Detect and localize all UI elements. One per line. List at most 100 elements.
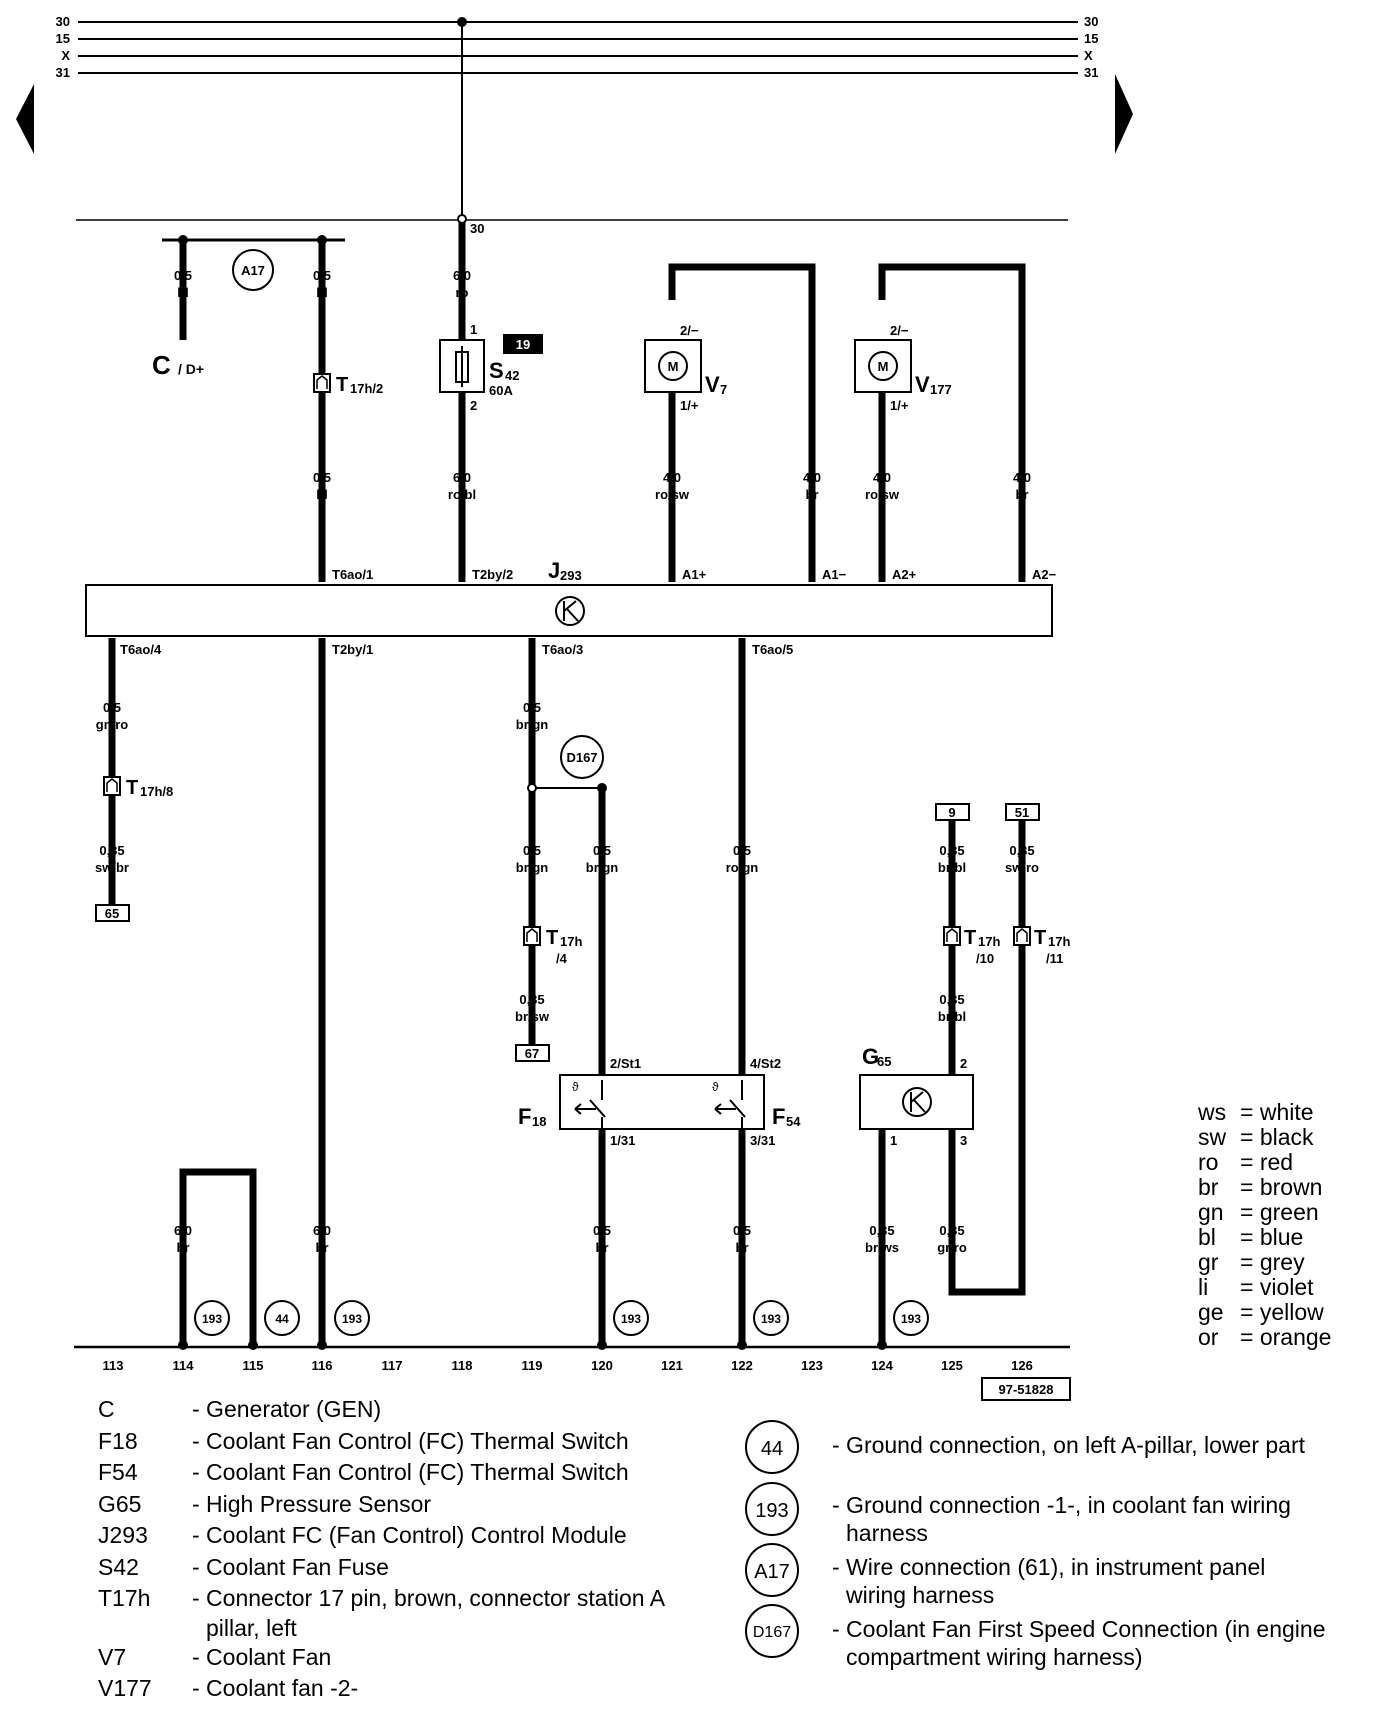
legend-desc: - Coolant Fan Control (FC) Thermal Switc… <box>192 1459 629 1485</box>
t17h4-letter: T <box>546 927 558 949</box>
fuse-s42: 19 S 42 60A 1 2 <box>439 322 543 413</box>
ground-legend-desc: compartment wiring harness) <box>846 1644 1143 1670</box>
f54-letter: F <box>772 1104 785 1129</box>
legend-code: V7 <box>98 1643 127 1670</box>
v7-letter: V <box>705 372 720 397</box>
f18-letter: F <box>518 1104 531 1129</box>
ref-51: 51 <box>1015 805 1029 820</box>
wire-gauge: 0,5 <box>174 268 192 283</box>
v7-sub: 7 <box>720 382 727 397</box>
track-number: 126 <box>1011 1358 1033 1373</box>
ground-legend-desc: harness <box>846 1520 928 1546</box>
d167-label: D167 <box>566 750 597 765</box>
color-name: grey <box>1259 1249 1305 1275</box>
pin-30: 30 <box>470 221 484 236</box>
f18-sub: 18 <box>532 1114 546 1129</box>
color-code: li <box>1198 1274 1209 1300</box>
wire-gauge: 0,35 <box>869 1223 894 1238</box>
ground-44-label: 44 <box>275 1312 289 1326</box>
color-row: ge= yellow <box>1198 1299 1324 1325</box>
ground-legend-row: - Ground connection -1-, in coolant fan … <box>832 1491 1372 1547</box>
ground-193-label: 193 <box>761 1312 781 1326</box>
ground-legend-desc: - Wire connection (61), in instrument pa… <box>832 1554 1266 1580</box>
color-row: ro= red <box>1198 1149 1294 1175</box>
ref-67: 67 <box>525 1046 539 1061</box>
wire-gauge: 0,5 <box>313 268 331 283</box>
t17h11-sub: 17h <box>1048 934 1070 949</box>
legend-row-cont: pillar, left <box>98 1615 718 1642</box>
color-row: sw= black <box>1198 1124 1314 1150</box>
wire-color: br <box>736 1240 749 1255</box>
legend-row: V177- Coolant fan -2- <box>98 1673 718 1705</box>
wire-gauge: 0,5 <box>593 1223 611 1238</box>
bus-label-30-right: 30 <box>1084 14 1098 29</box>
wire-color: br/sw <box>515 1009 550 1024</box>
wire-color: ro/bl <box>448 487 476 502</box>
wire-color: br <box>596 1240 609 1255</box>
wire-gauge: 6,0 <box>453 268 471 283</box>
wire-gauge: 0,35 <box>939 992 964 1007</box>
pin-t6ao3: T6ao/3 <box>542 642 583 657</box>
legend-code: S42 <box>98 1553 139 1580</box>
upper-wires <box>162 222 1026 582</box>
t17h4-pin: /4 <box>556 951 568 966</box>
wire-color: br/bl <box>938 1009 966 1024</box>
page-prev-arrow[interactable] <box>16 84 34 154</box>
color-row: bl= blue <box>1198 1224 1304 1250</box>
bus-label-x: X <box>61 48 70 63</box>
wire-gauge: 0,35 <box>939 1223 964 1238</box>
doc-number: 97-51828 <box>999 1382 1054 1397</box>
wire-gauge: 6,0 <box>453 470 471 485</box>
fuse-position-tag <box>503 334 543 354</box>
wire-color: ro <box>456 285 469 300</box>
g65-letter: G <box>862 1044 879 1069</box>
legend-code: G65 <box>98 1490 142 1517</box>
legend-row: T17h- Connector 17 pin, brown, connector… <box>98 1583 718 1615</box>
track-number: 118 <box>452 1358 473 1373</box>
legend-code: F54 <box>98 1459 138 1485</box>
pin-a2p: A2+ <box>892 567 917 582</box>
bus-label-15-right: 15 <box>1084 31 1098 46</box>
j293-pins-bottom: T6ao/4 T2by/1 T6ao/3 T6ao/5 <box>120 642 793 657</box>
color-code: ge <box>1198 1299 1224 1325</box>
legend-code: T17h <box>98 1585 151 1611</box>
legend-sym-44: 44 <box>761 1438 783 1460</box>
t17h8-sub: 17h/8 <box>140 784 173 799</box>
a17-label: A17 <box>241 263 265 278</box>
wire-color: sw/br <box>95 860 129 875</box>
wire-color: bl <box>177 285 189 300</box>
connector-t17h-2: T 17h/2 <box>313 373 383 396</box>
track-number: 125 <box>941 1358 963 1373</box>
g65-pin-3: 3 <box>960 1133 967 1148</box>
motor-symbol: M <box>668 359 679 374</box>
v177-sub: 177 <box>930 382 952 397</box>
legend-code: C <box>98 1396 115 1422</box>
t17h4-sub: 17h <box>560 934 582 949</box>
bus-lines <box>78 21 1078 74</box>
a17-wire-connection: A17 <box>232 249 274 291</box>
ground-legend-desc: - Ground connection -1-, in coolant fan … <box>832 1492 1291 1518</box>
f54-sub: 54 <box>786 1114 801 1129</box>
wire-color: bl <box>316 285 328 300</box>
v177-letter: V <box>915 372 930 397</box>
wire-color: ro/sw <box>865 487 900 502</box>
color-name: violet <box>1259 1274 1314 1300</box>
ground-193-label: 193 <box>621 1312 641 1326</box>
wire-gauge: 4,0 <box>873 470 891 485</box>
wire-gauge: 0,35 <box>939 843 964 858</box>
color-row: gr= grey <box>1198 1249 1305 1275</box>
color-name: white <box>1259 1099 1314 1125</box>
legend-row: S42- Coolant Fan Fuse <box>98 1552 718 1584</box>
pin-st1: 2/St1 <box>610 1056 641 1071</box>
wire-color: bl <box>316 487 328 502</box>
connector-t17h-4: T 17h /4 <box>523 926 582 966</box>
t17h11-letter: T <box>1034 927 1046 949</box>
v7-pin-2: 2/− <box>680 323 699 338</box>
color-code: ro <box>1198 1149 1219 1175</box>
t17h8-letter: T <box>126 777 138 799</box>
pin-1-31: 1/31 <box>610 1133 635 1148</box>
page-next-arrow[interactable] <box>1115 74 1133 154</box>
ground-legend-row: - Coolant Fan First Speed Connection (in… <box>832 1615 1372 1671</box>
t17h2-letter: T <box>336 374 348 396</box>
color-row: br= brown <box>1198 1174 1323 1200</box>
